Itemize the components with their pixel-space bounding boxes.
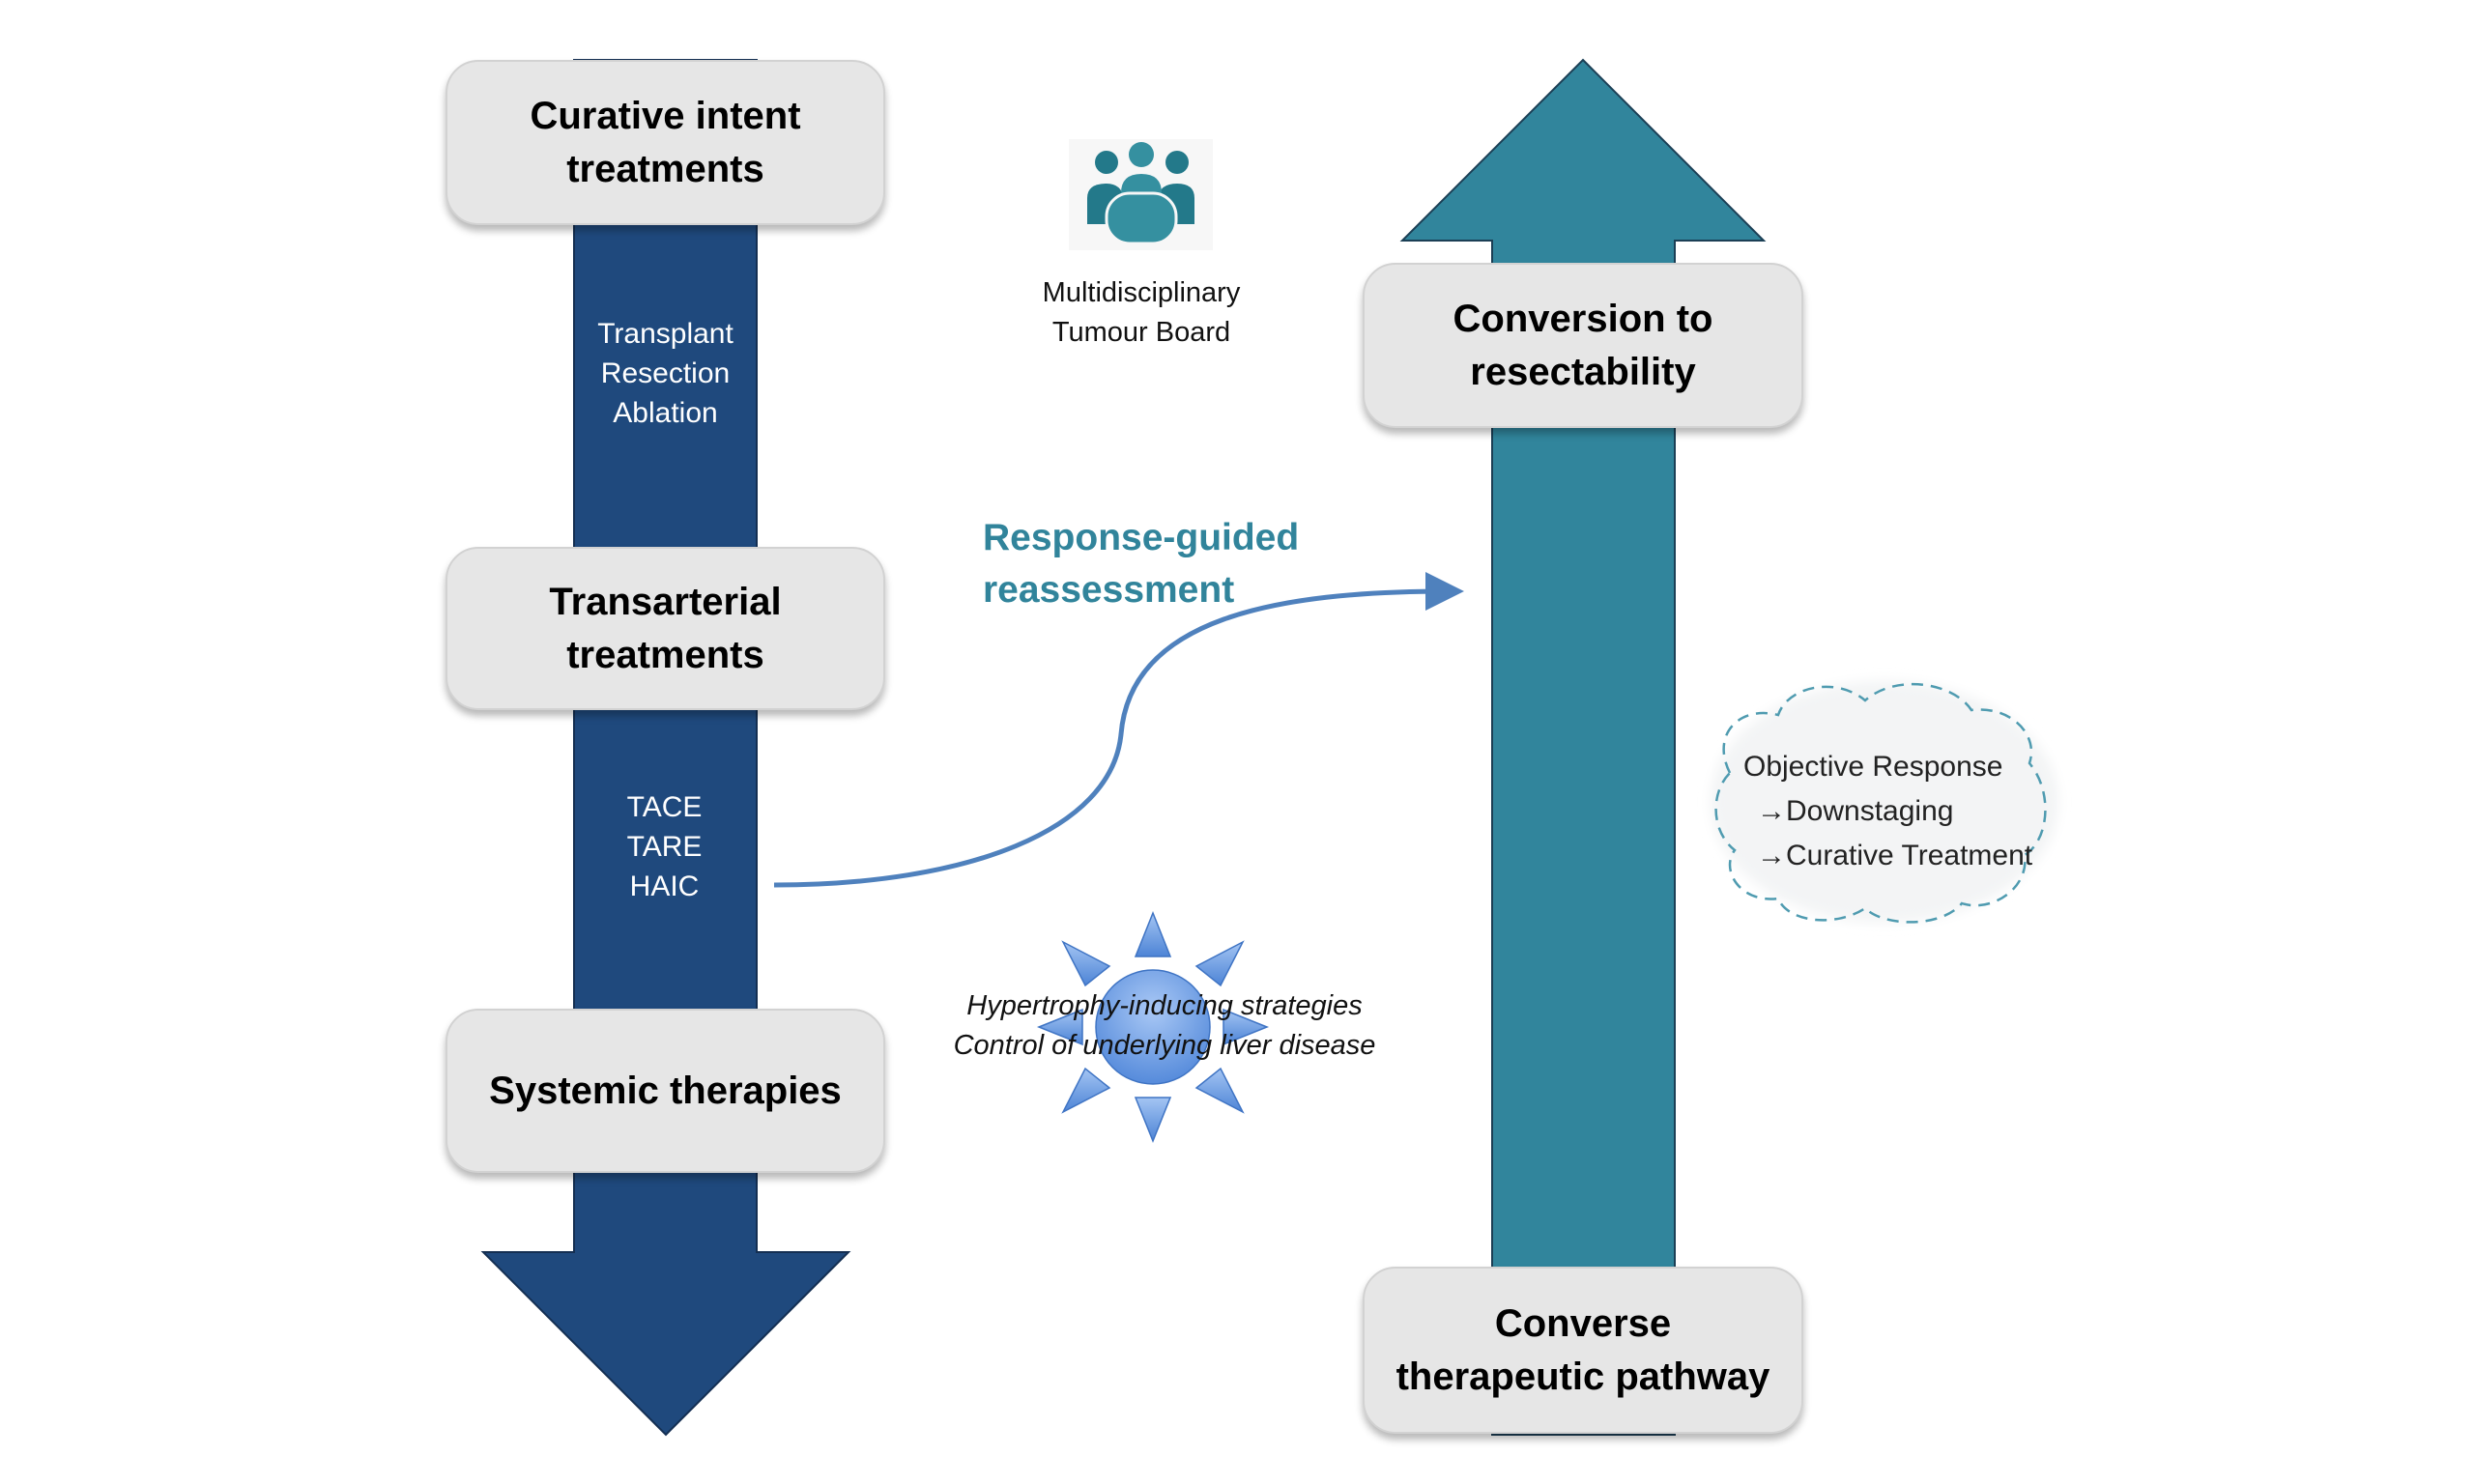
objective-response-text: Objective Response →Downstaging →Curativ…: [1743, 745, 2032, 878]
conversion-to-resectability-box: Conversion to resectability: [1363, 263, 1803, 428]
box-title-line: therapeutic pathway: [1395, 1355, 1770, 1398]
curative-intent-box: Curative intent treatments: [446, 60, 885, 225]
box-title-line: Transarterial: [549, 580, 782, 623]
modality-tace: TACE: [626, 791, 703, 823]
mdt-label-line: Tumour Board: [1051, 317, 1231, 348]
cloud-line-objective-response: Objective Response: [1743, 751, 2003, 783]
systemic-therapies-box: Systemic therapies: [446, 1009, 885, 1173]
converse-pathway-box: Converse therapeutic pathway: [1363, 1267, 1803, 1434]
sun-text-line: Control of underlying liver disease: [953, 1030, 1376, 1061]
meeting-table-people-icon: [1069, 139, 1213, 250]
sun-icon: [1036, 910, 1270, 1144]
modality-resection: Resection: [600, 357, 731, 389]
left-down-arrow: [480, 59, 851, 1437]
modality-ablation: Ablation: [613, 397, 718, 429]
transarterial-box: Transarterial treatments: [446, 547, 885, 710]
box-title-line: Converse: [1494, 1301, 1672, 1345]
reassessment-curve-arrow: [773, 572, 1464, 888]
modality-haic: HAIC: [629, 870, 700, 902]
mdt-label: Multidisciplinary Tumour Board: [987, 273, 1296, 353]
box-title-line: Conversion to: [1453, 297, 1713, 340]
box-title-line: Curative intent: [530, 94, 801, 137]
modality-tare: TARE: [626, 831, 703, 863]
cloud-callout: [1711, 681, 2058, 924]
box-title-line: Systemic therapies: [489, 1069, 842, 1112]
hypertrophy-strategies-label: Hypertrophy-inducing strategies Control …: [894, 986, 1435, 1066]
mdt-label-line: Multidisciplinary: [1042, 277, 1241, 308]
response-guided-line: Response-guided: [983, 517, 1300, 558]
curative-modalities-label: Transplant Resection Ablation: [574, 314, 757, 433]
cloud-line-downstaging: →Downstaging: [1757, 795, 1954, 827]
response-guided-label: Response-guided reassessment: [983, 512, 1299, 616]
modality-transplant: Transplant: [597, 318, 734, 350]
transarterial-modalities-label: TACE TARE HAIC: [573, 787, 756, 906]
cloud-line-curative-treatment: →Curative Treatment: [1757, 840, 2033, 871]
response-guided-line: reassessment: [983, 569, 1235, 611]
box-title-line: treatments: [566, 147, 764, 190]
box-title-line: treatments: [566, 633, 764, 676]
sun-text-line: Hypertrophy-inducing strategies: [966, 990, 1363, 1021]
box-title-line: resectability: [1470, 350, 1696, 393]
